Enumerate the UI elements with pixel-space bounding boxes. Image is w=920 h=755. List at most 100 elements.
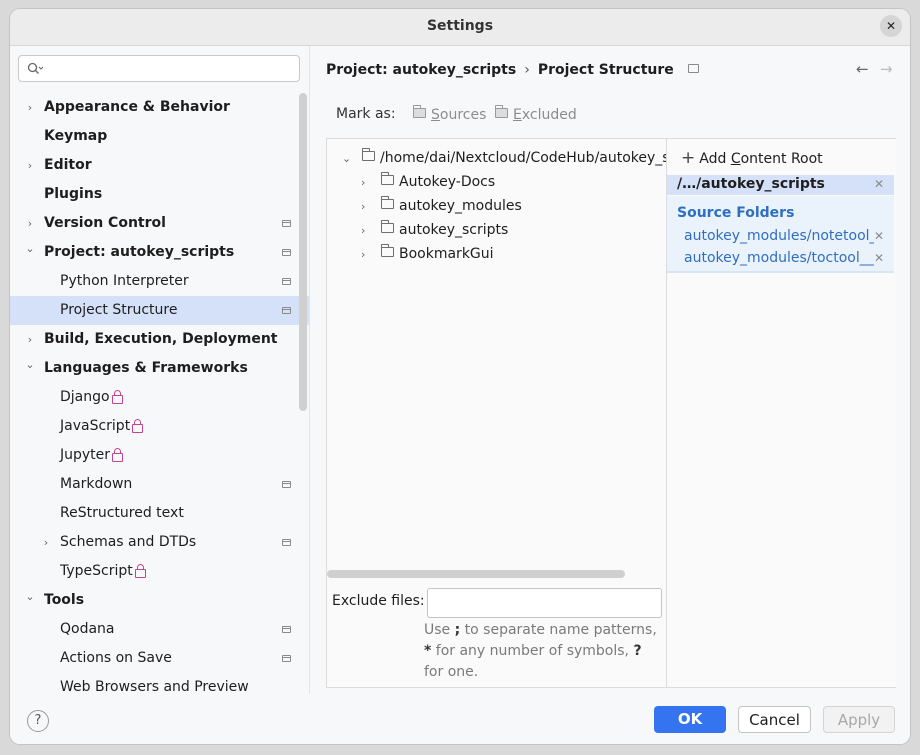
lock-icon (112, 390, 123, 404)
chevron-right-icon[interactable]: › (361, 248, 366, 261)
hint-star: * (424, 643, 432, 659)
sidebar-item-appearance-behavior[interactable]: ›Appearance & Behavior (10, 93, 309, 122)
sidebar-item-django[interactable]: Django (10, 383, 309, 412)
mark-excluded-button[interactable]: Excluded (495, 105, 577, 123)
sidebar-item-build-execution-deployment[interactable]: ›Build, Execution, Deployment (10, 325, 309, 354)
tree-item[interactable]: › autokey_modules (361, 194, 522, 218)
sidebar-item-label: Project: autokey_scripts (44, 244, 235, 260)
exclude-files-label: Exclude files: (332, 593, 425, 609)
chevron-right-icon[interactable]: › (27, 217, 33, 230)
source-folder-item[interactable]: autokey_modules/notetool_ (684, 228, 874, 244)
remove-source-icon[interactable]: ✕ (874, 229, 885, 243)
sidebar-item-project-autokey-scripts[interactable]: ⌄ Project: autokey_scripts (10, 238, 309, 267)
folder-icon (381, 172, 394, 185)
exclude-files-input[interactable] (427, 588, 662, 618)
sidebar-item-label: Project Structure (60, 302, 178, 318)
help-button[interactable]: ? (27, 710, 49, 732)
exclude-hint: Use ; to separate name patterns, * for a… (424, 620, 660, 683)
sidebar-item-markdown[interactable]: Markdown (10, 470, 309, 499)
tree-item-label: autokey_scripts (399, 222, 509, 238)
chevron-right-icon[interactable]: › (27, 159, 33, 172)
chevron-right-icon[interactable]: › (27, 333, 33, 346)
chevron-right-icon[interactable]: › (361, 224, 366, 237)
sidebar-item-version-control[interactable]: › Version Control (10, 209, 309, 238)
content-roots-panel: +Add Content Root /…/autokey_scripts ✕ S… (666, 139, 896, 687)
tree-horizontal-scrollbar[interactable] (327, 570, 625, 578)
sidebar-item-python-interpreter[interactable]: Python Interpreter (10, 267, 309, 296)
folder-icon (381, 244, 394, 257)
remove-source-icon[interactable]: ✕ (874, 251, 885, 265)
tree-root-row[interactable]: ⌄/home/dai/Nextcloud/CodeHub/autokey_scr… (342, 146, 666, 170)
mark-as-label: Mark as: (336, 106, 396, 122)
search-icon (27, 62, 43, 74)
sidebar-item-label: Django (60, 389, 110, 405)
sidebar-item-web-browsers-and-preview[interactable]: Web Browsers and Preview (10, 673, 309, 694)
tree-item[interactable]: › autokey_scripts (361, 218, 508, 242)
forward-arrow-icon[interactable]: → (880, 60, 893, 78)
sidebar-item-tools[interactable]: ⌄Tools (10, 586, 309, 615)
content-root-path: /…/autokey_scripts (677, 176, 825, 192)
sidebar-item-label: Markdown (60, 476, 133, 492)
sidebar-item-actions-on-save[interactable]: Actions on Save (10, 644, 309, 673)
sidebar-scrollbar[interactable] (299, 93, 307, 411)
tree-item[interactable]: › BookmarkGui (361, 242, 494, 266)
sidebar-item-label: Plugins (44, 186, 103, 202)
chevron-down-icon[interactable]: ⌄ (25, 590, 35, 603)
sidebar-item-plugins[interactable]: Plugins (10, 180, 309, 209)
breadcrumb-separator: › (524, 62, 530, 78)
sidebar-item-label: Keymap (44, 128, 108, 144)
tree-item[interactable]: › Autokey-Docs (361, 170, 495, 194)
tree-item-label: BookmarkGui (399, 246, 494, 262)
content-root-item[interactable]: /…/autokey_scripts ✕ (667, 175, 894, 195)
ok-button[interactable]: OK (654, 706, 726, 733)
sidebar-item-editor[interactable]: › Editor (10, 151, 309, 180)
cancel-button[interactable]: Cancel (738, 706, 811, 733)
tree-item-label: Autokey-Docs (399, 174, 496, 190)
dialog-footer: ? OK Cancel Apply (10, 695, 910, 744)
chevron-right-icon[interactable]: › (27, 101, 33, 114)
sidebar-item-typescript[interactable]: TypeScript (10, 557, 309, 586)
pin-icon (282, 249, 291, 256)
apply-button[interactable]: Apply (823, 706, 895, 733)
chevron-down-icon[interactable]: ⌄ (25, 358, 35, 371)
add-content-root-button[interactable]: +Add Content Root (681, 148, 823, 168)
excluded-label: xcluded (521, 107, 577, 123)
structure-panel: ⌄/home/dai/Nextcloud/CodeHub/autokey_scr… (326, 138, 896, 688)
chevron-right-icon[interactable]: › (43, 536, 49, 549)
sidebar-item-jupyter[interactable]: Jupyter (10, 441, 309, 470)
sidebar-item-qodana[interactable]: Qodana (10, 615, 309, 644)
file-tree: ⌄/home/dai/Nextcloud/CodeHub/autokey_scr… (327, 139, 666, 569)
sidebar-item-project-structure[interactable]: Project Structure (10, 296, 309, 325)
source-folder-item[interactable]: autokey_modules/toctool__ (684, 250, 874, 266)
sidebar-item-restructured-text[interactable]: ReStructured text (10, 499, 309, 528)
chevron-right-icon[interactable]: › (361, 200, 366, 213)
remove-root-icon[interactable]: ✕ (874, 177, 885, 191)
pin-icon (282, 278, 291, 285)
search-input[interactable] (18, 55, 300, 82)
breadcrumb-project[interactable]: Project: autokey_scripts (326, 62, 517, 78)
chevron-right-icon[interactable]: › (361, 176, 366, 189)
pin-icon (282, 307, 291, 314)
sidebar-item-keymap[interactable]: Keymap (10, 122, 309, 151)
back-arrow-icon[interactable]: ← (856, 60, 869, 78)
pin-icon (282, 539, 291, 546)
chevron-down-icon[interactable]: ⌄ (25, 242, 35, 255)
sidebar-item-javascript[interactable]: JavaScript (10, 412, 309, 441)
sidebar-item-label: Editor (44, 157, 92, 173)
sidebar-item-label: TypeScript (60, 563, 133, 579)
close-button[interactable]: ✕ (880, 15, 902, 37)
tree-item-label: autokey_modules (399, 198, 522, 214)
chevron-down-icon[interactable]: ⌄ (342, 152, 352, 165)
hint-text: to separate name patterns, (460, 622, 657, 638)
sidebar-item-label: Python Interpreter (60, 273, 189, 289)
mark-sources-button[interactable]: Sources (413, 105, 486, 123)
sidebar-item-languages-frameworks[interactable]: ⌄ Languages & Frameworks (10, 354, 309, 383)
sidebar-item-label: Version Control (44, 215, 166, 231)
sidebar-item-label: Languages & Frameworks (44, 360, 248, 376)
close-icon: ✕ (885, 19, 897, 33)
lock-icon (135, 564, 146, 578)
sidebar-item-schemas-and-dtds[interactable]: ›Schemas and DTDs (10, 528, 309, 557)
